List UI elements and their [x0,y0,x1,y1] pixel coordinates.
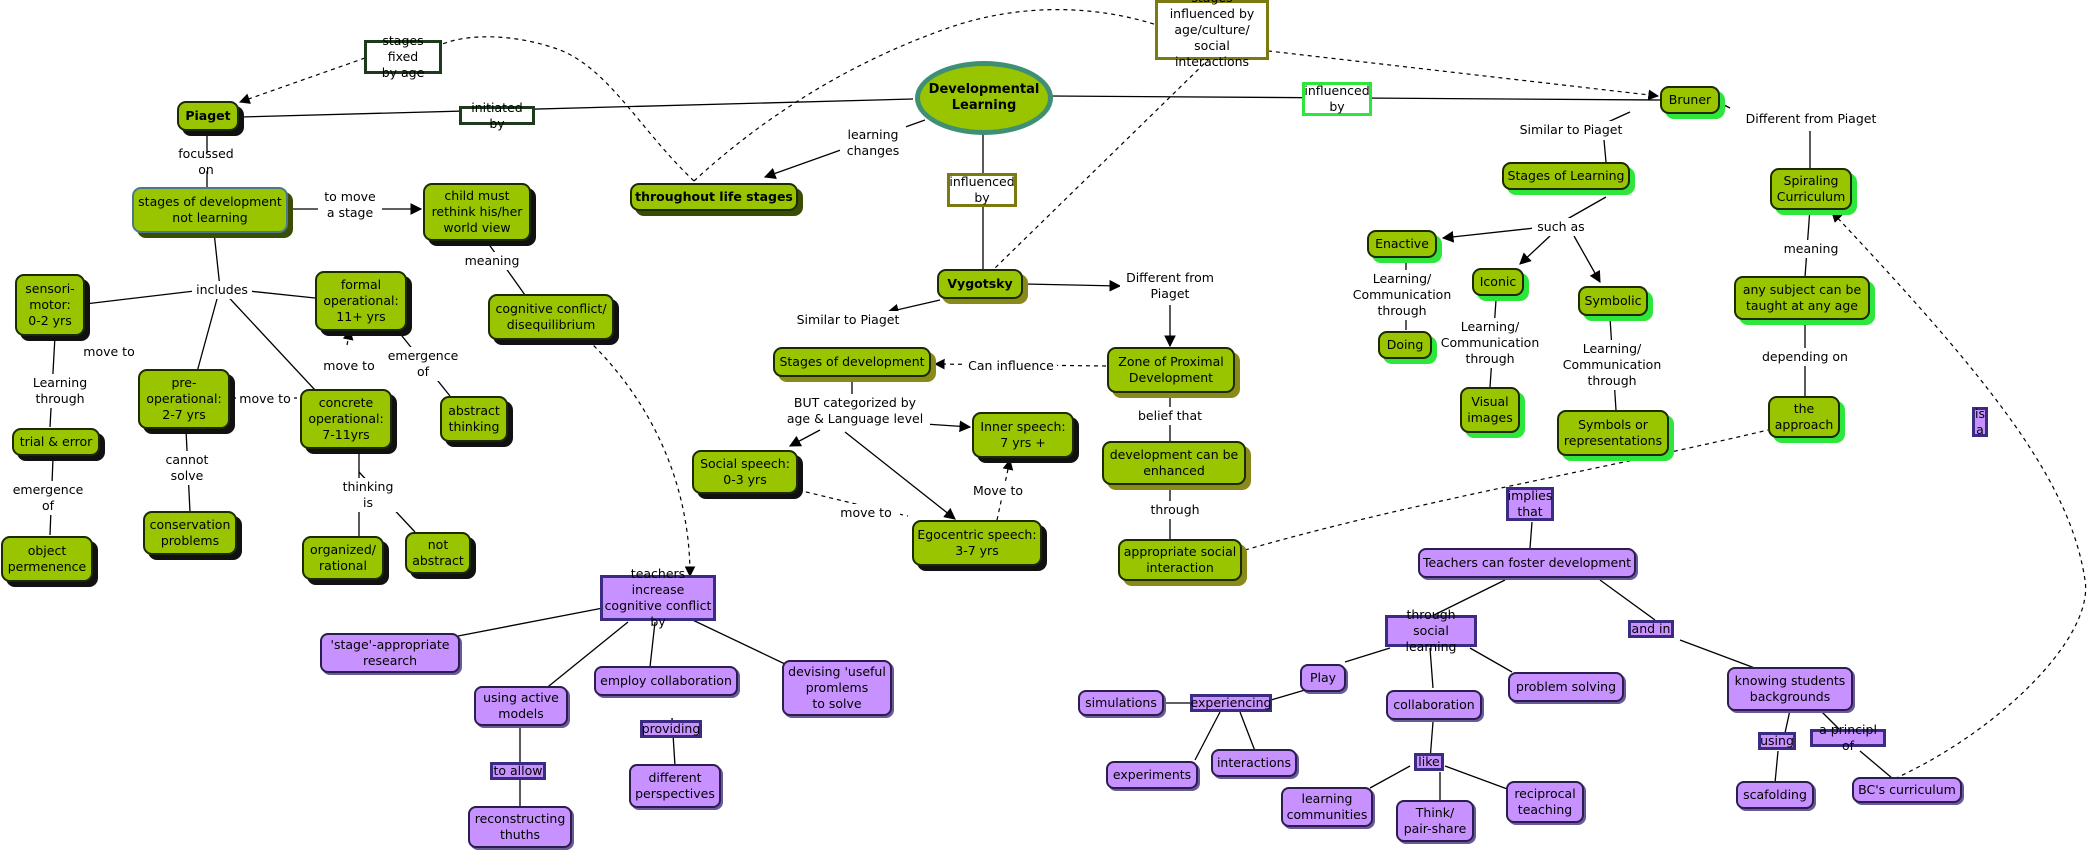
visual-images-node[interactable]: Visual images [1460,387,1520,433]
not-abstract-node[interactable]: not abstract [405,532,471,574]
play-node[interactable]: Play [1300,664,1346,692]
object-permanence-node[interactable]: object permenence [1,536,93,582]
link-label-meaning-bruner: meaning [1780,240,1842,258]
think-pair-share-node[interactable]: Think/ pair-share [1396,800,1474,842]
cognitive-conflict-node[interactable]: cognitive conflict/ disequilibrium [488,294,614,340]
employ-collaboration-node[interactable]: employ collaboration [594,666,738,696]
is-a-node[interactable]: is a [1972,406,1988,437]
link-label-similar-to-piaget-bruner: Similar to Piaget [1516,121,1626,139]
concrete-operational-node[interactable]: concrete operational: 7-11yrs [300,389,392,449]
zone-of-proximal-development-node[interactable]: Zone of Proximal Development [1107,347,1235,393]
doing-node[interactable]: Doing [1378,331,1432,359]
link-label-such-as: such as [1532,218,1590,236]
link-label-includes: includes [192,281,252,299]
like-node[interactable]: like [1414,753,1444,771]
link-label-but-categorized: BUT categorized by age & Language level [780,394,930,428]
link-label-learning-changes: learning changes [840,126,906,160]
link-label-through: through [1144,501,1206,519]
using-active-models-node[interactable]: using active models [474,686,568,726]
link-label-different-from-piaget-vygotsky: Different from Piaget [1120,269,1220,303]
inner-speech-node[interactable]: Inner speech: 7 yrs + [972,412,1074,458]
devising-useful-problems-node[interactable]: devising 'useful promlems to solve [782,660,892,716]
stage-appropriate-research-node[interactable]: 'stage'-appropriate research [320,633,460,673]
conservation-problems-node[interactable]: conservation problems [143,511,237,555]
social-speech-node[interactable]: Social speech: 0-3 yrs [692,450,798,494]
stages-influenced-by-node[interactable]: stages influenced by age/culture/ social… [1155,0,1269,69]
interactions-node[interactable]: interactions [1211,749,1297,777]
implies-that-node[interactable]: implies that [1506,487,1554,521]
stages-of-learning-node[interactable]: Stages of Learning [1502,162,1630,190]
piaget-node[interactable]: Piaget [177,101,239,131]
learning-communities-node[interactable]: learning communities [1281,787,1373,827]
link-label-emergence-of-1: emergence of [10,481,86,515]
different-perspectives-node[interactable]: different perspectives [629,764,721,808]
link-label-move-to-2: move to [320,357,378,375]
stages-fixed-by-age-node[interactable]: stages fixed by age [364,33,442,80]
symbols-or-representations-node[interactable]: Symbols or representations [1557,410,1669,456]
stages-of-development-not-learning-node[interactable]: stages of development not learning [132,187,288,233]
symbolic-node[interactable]: Symbolic [1578,286,1648,316]
link-label-focussed-on: focussed on [166,146,246,177]
organized-rational-node[interactable]: organized/ rational [302,536,384,580]
link-label-thinking-is: thinking is [338,478,398,512]
throughout-life-stages-node[interactable]: throughout life stages [630,183,798,211]
experiencing-node[interactable]: experiencing [1190,694,1272,712]
developmental-learning-node[interactable]: Developmental Learning [915,61,1053,135]
link-label-cannot-solve: cannot solve [161,451,213,485]
appropriate-social-interaction-node[interactable]: appropriate social interaction [1118,539,1242,581]
abstract-thinking-node[interactable]: abstract thinking [440,396,508,442]
to-allow-node[interactable]: to allow [490,762,546,780]
through-social-learning-node[interactable]: through social learning [1385,607,1477,654]
knowing-students-backgrounds-node[interactable]: knowing students backgrounds [1727,667,1853,711]
reciprocal-teaching-node[interactable]: reciprocal teaching [1506,781,1584,823]
teachers-can-foster-development-node[interactable]: Teachers can foster development [1418,548,1636,578]
link-label-to-move-a-stage: to move a stage [318,188,382,222]
pre-operational-node[interactable]: pre- operational: 2-7 yrs [138,369,230,429]
link-label-move-to-1: move to [80,343,138,361]
problem-solving-node[interactable]: problem solving [1508,672,1624,702]
and-in-node[interactable]: and in [1628,620,1674,638]
link-label-lc-through-iconic: Learning/ Communication through [1440,318,1540,368]
influenced-by-vygotsky-node[interactable]: influenced by [947,173,1017,207]
sensori-motor-node[interactable]: sensori- motor: 0-2 yrs [15,274,85,336]
formal-operational-node[interactable]: formal operational: 11+ yrs [315,271,407,331]
link-label-move-to-speech: move to [832,504,900,522]
bcs-curriculum-node[interactable]: BC's curriculum [1852,777,1962,803]
the-approach-node[interactable]: the approach [1768,396,1840,438]
experiments-node[interactable]: experiments [1106,761,1198,789]
teachers-increase-node[interactable]: teachers increase cognitive conflict by [600,566,716,629]
iconic-node[interactable]: Iconic [1472,268,1524,296]
using-node[interactable]: using [1758,732,1796,750]
child-must-rethink-node[interactable]: child must rethink his/her world view [423,183,531,241]
link-label-lc-through-symbolic: Learning/ Communication through [1562,340,1662,390]
link-label-belief-that: belief that [1130,407,1210,425]
vygotsky-node[interactable]: Vygotsky [937,269,1023,299]
providing-node[interactable]: providing [640,720,702,738]
bruner-node[interactable]: Bruner [1660,86,1720,114]
enactive-node[interactable]: Enactive [1367,230,1437,258]
any-subject-node[interactable]: any subject can be taught at any age [1734,276,1870,320]
influenced-by-bruner-node[interactable]: influenced by [1302,82,1372,116]
link-label-learning-through: Learning through [28,374,92,408]
development-enhanced-node[interactable]: development can be enhanced [1102,441,1246,485]
spiraling-curriculum-node[interactable]: Spiraling Curriculum [1770,168,1852,210]
link-label-can-influence: Can influence [965,357,1057,375]
link-label-move-to-3: move to [236,390,294,408]
link-label-depending-on: depending on [1758,348,1852,366]
initiated-by-node[interactable]: initiated by [459,100,535,131]
stages-of-development-vygotsky-node[interactable]: Stages of development [773,347,931,377]
collaboration-node[interactable]: collaboration [1386,690,1482,720]
link-label-different-from-piaget-bruner: Different from Piaget [1740,110,1882,128]
link-label-emergence-of-2: emergence of [386,347,460,381]
link-label-similar-to-piaget-vygotsky: Similar to Piaget [793,311,903,329]
a-principl-of-node[interactable]: a principl of [1810,722,1886,753]
simulations-node[interactable]: simulations [1078,690,1164,716]
link-label-lc-through-enactive: Learning/ Communication through [1352,270,1452,320]
reconstructing-truths-node[interactable]: reconstructing thuths [468,806,572,848]
trial-error-node[interactable]: trial & error [12,428,100,456]
link-label-move-to-inner: Move to [966,482,1030,500]
scafolding-node[interactable]: scafolding [1736,781,1814,809]
egocentric-speech-node[interactable]: Egocentric speech: 3-7 yrs [912,520,1042,566]
link-label-meaning-piaget: meaning [462,252,522,270]
